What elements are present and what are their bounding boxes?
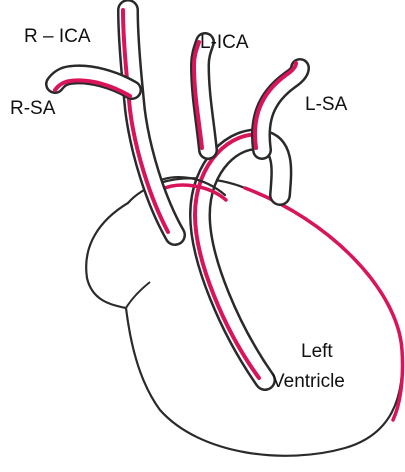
label-left-ventricle-line1: Left xyxy=(301,341,333,362)
label-left-ventricle-line2: Ventricle xyxy=(272,371,345,392)
heart-notch xyxy=(126,282,150,308)
r-sa-vessel xyxy=(55,74,132,96)
label-l-sa: L-SA xyxy=(305,94,348,115)
heart-outline xyxy=(86,178,402,456)
aortic-arch xyxy=(195,134,281,380)
label-r-sa: R-SA xyxy=(10,98,56,119)
label-l-ica: L-ICA xyxy=(200,32,249,53)
l-ica-vessel xyxy=(194,42,208,150)
label-r-ica: R – ICA xyxy=(24,26,91,47)
